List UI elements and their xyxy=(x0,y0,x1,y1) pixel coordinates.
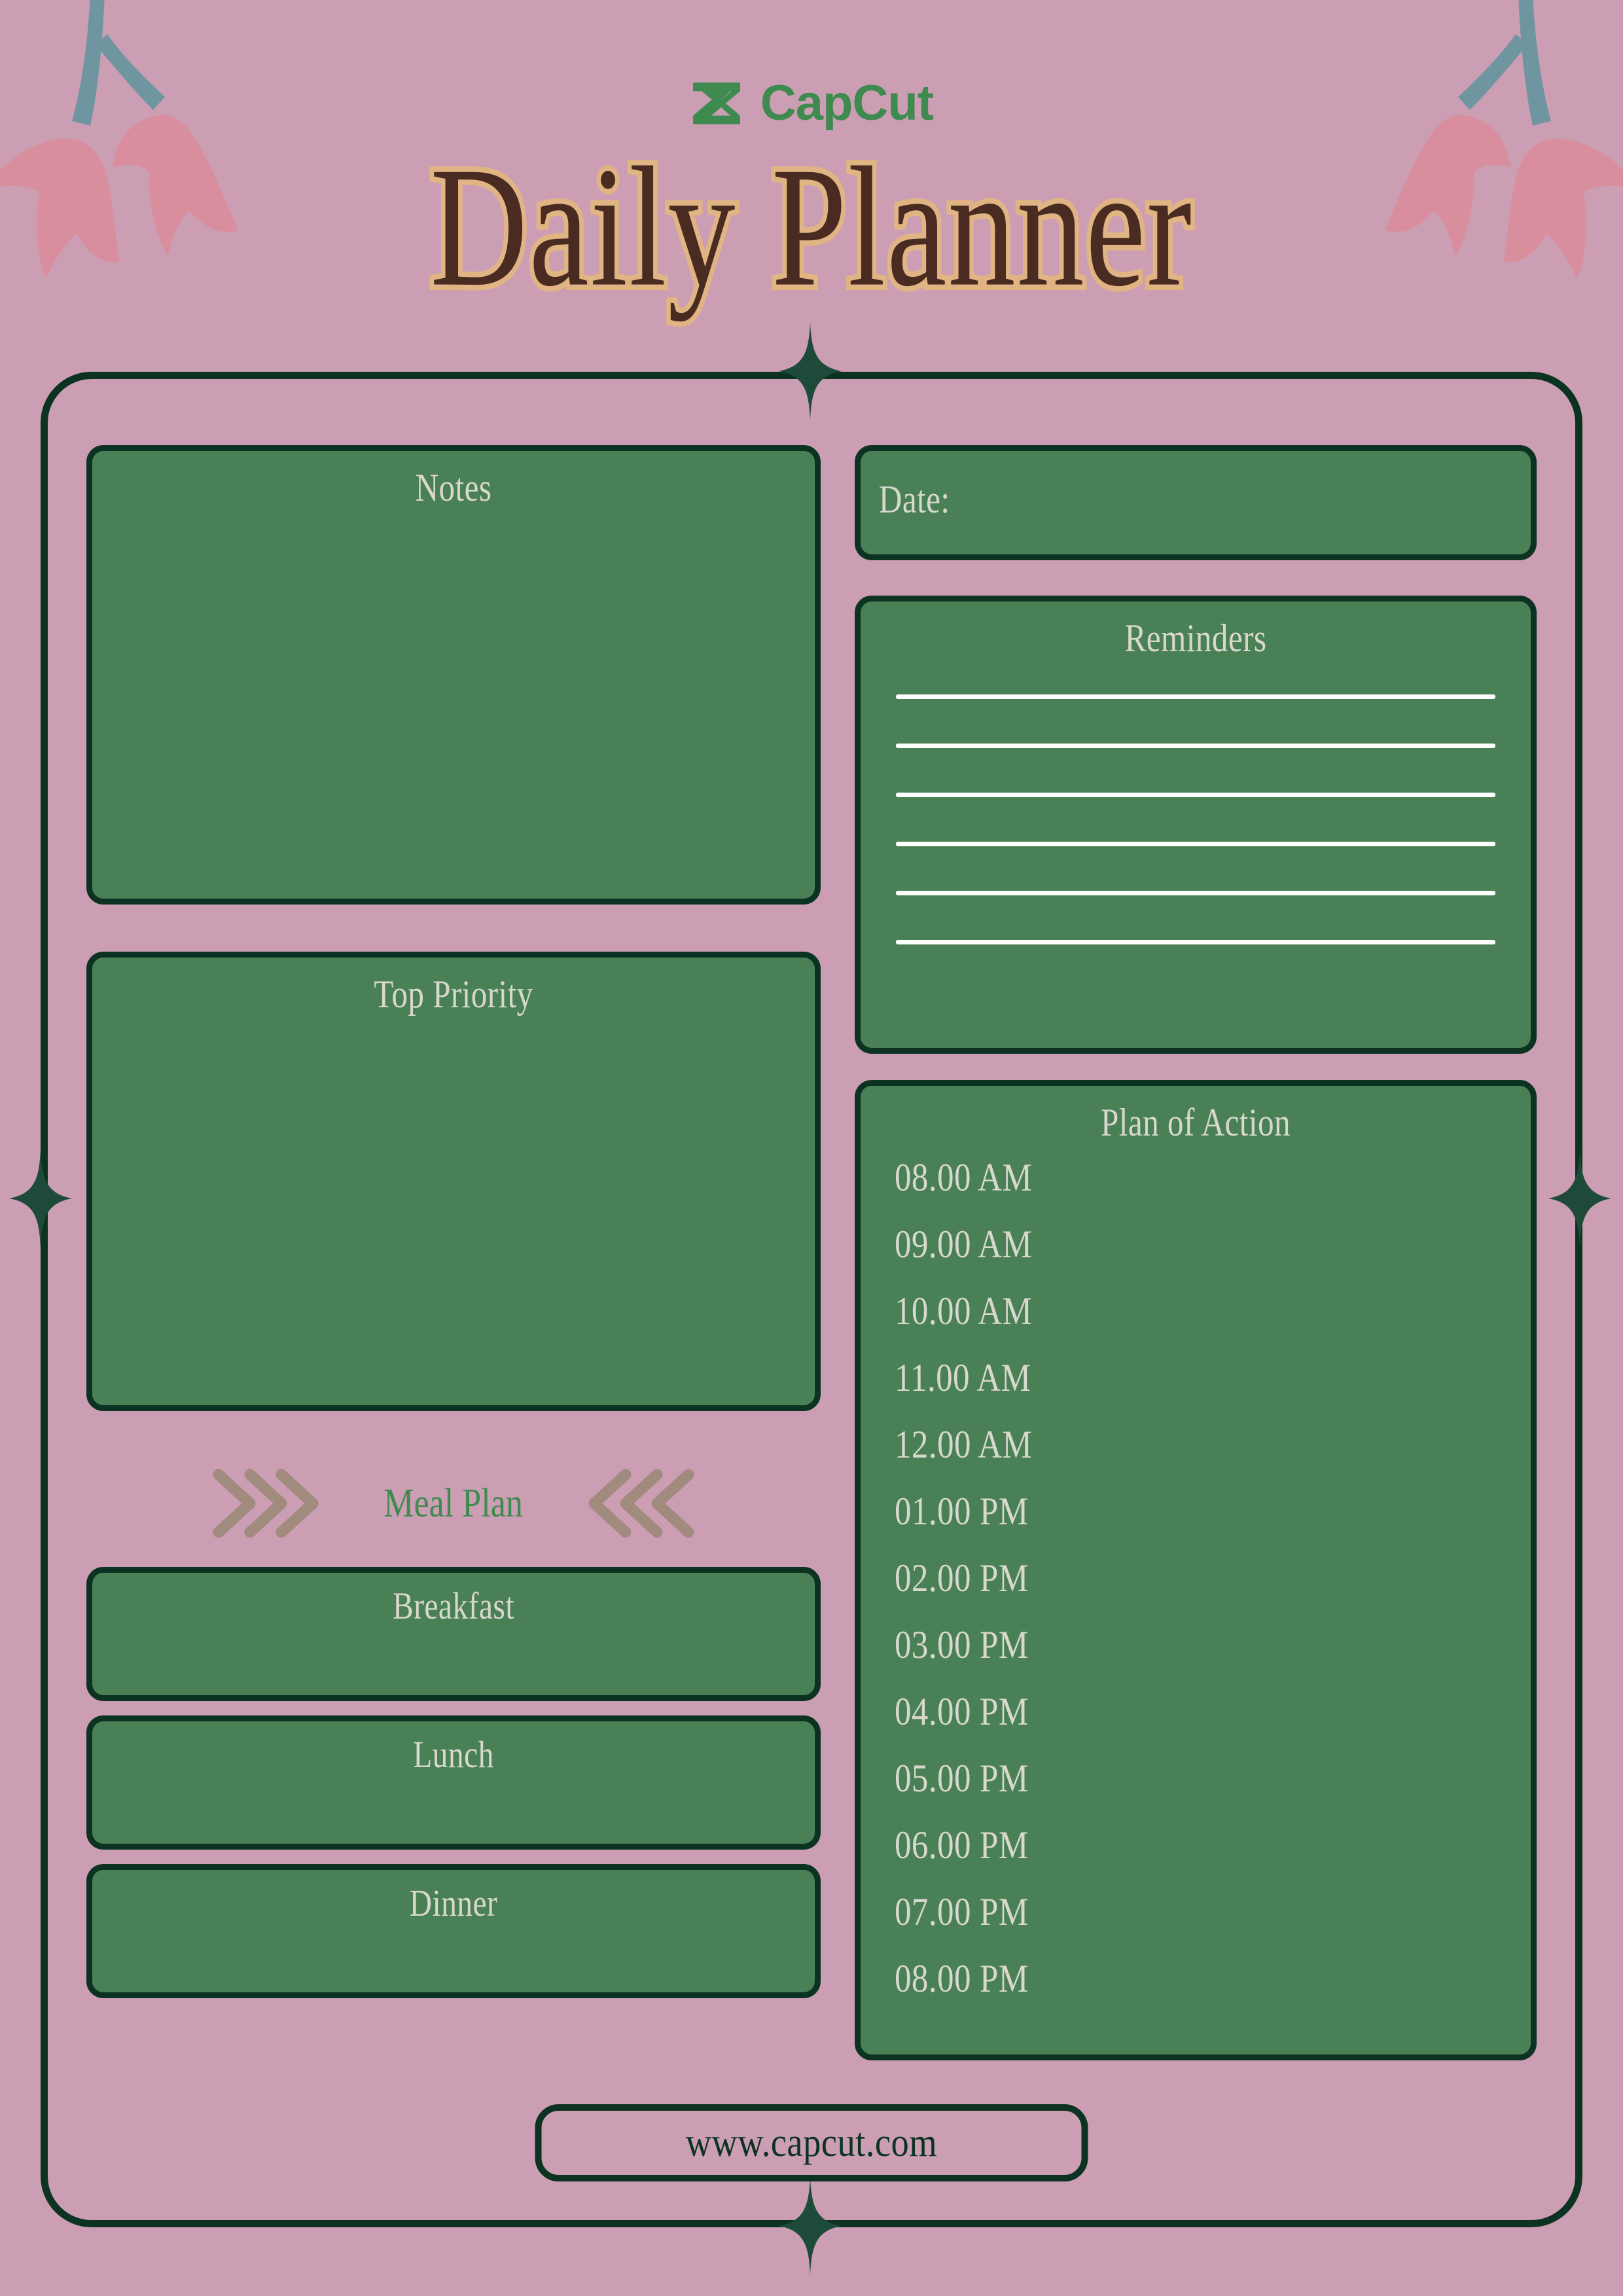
website-url-text: www.capcut.com xyxy=(685,2121,938,2165)
meal-plan-label: Meal Plan xyxy=(383,1481,524,1526)
plan-time-slot[interactable]: 02.00 PM xyxy=(895,1556,1029,1600)
plan-of-action-label: Plan of Action xyxy=(1101,1101,1291,1144)
plan-time-slot[interactable]: 03.00 PM xyxy=(895,1623,1029,1666)
capcut-hourglass-logo-icon xyxy=(693,82,740,124)
lunch-label: Lunch xyxy=(413,1733,494,1776)
reminders-lines xyxy=(896,694,1495,944)
meal-plan-heading: Meal Plan xyxy=(86,1454,821,1552)
reminder-write-line[interactable] xyxy=(896,940,1495,944)
plan-time-slot[interactable]: 11.00 AM xyxy=(895,1356,1031,1399)
breakfast-card[interactable]: Breakfast xyxy=(86,1567,821,1701)
dinner-label: Dinner xyxy=(409,1882,498,1924)
plan-of-action-list: 08.00 AM 09.00 AM 10.00 AM 11.00 AM 12.0… xyxy=(861,1158,1531,1998)
reminders-card[interactable]: Reminders xyxy=(855,596,1537,1054)
plan-time-slot[interactable]: 12.00 AM xyxy=(895,1423,1033,1466)
plan-time-slot[interactable]: 01.00 PM xyxy=(895,1490,1029,1533)
plan-of-action-card[interactable]: Plan of Action 08.00 AM 09.00 AM 10.00 A… xyxy=(855,1080,1537,2060)
dinner-card[interactable]: Dinner xyxy=(86,1864,821,1998)
plan-time-slot[interactable]: 08.00 AM xyxy=(895,1156,1033,1199)
reminder-write-line[interactable] xyxy=(896,744,1495,748)
plan-time-slot[interactable]: 05.00 PM xyxy=(895,1757,1029,1800)
page-title: Daily Planner xyxy=(0,135,1623,317)
page-title-text: Daily Planner xyxy=(425,131,1196,322)
notes-card[interactable]: Notes xyxy=(86,445,821,905)
right-column: Date: Reminders Plan of Action 08.00 AM … xyxy=(855,445,1537,2060)
breakfast-label: Breakfast xyxy=(393,1585,514,1627)
date-card[interactable]: Date: xyxy=(855,445,1537,560)
capcut-brand: CapCut xyxy=(0,79,1623,128)
website-url-pill[interactable]: www.capcut.com xyxy=(535,2104,1088,2181)
left-column: Notes Top Priority Meal Plan xyxy=(86,445,821,2060)
reminder-write-line[interactable] xyxy=(896,694,1495,699)
top-priority-card[interactable]: Top Priority xyxy=(86,952,821,1411)
plan-time-slot[interactable]: 04.00 PM xyxy=(895,1690,1029,1733)
chevrons-left-icon xyxy=(588,1469,694,1538)
reminder-write-line[interactable] xyxy=(896,793,1495,797)
brand-name: CapCut xyxy=(760,75,934,131)
plan-time-slot[interactable]: 09.00 AM xyxy=(895,1223,1033,1266)
reminder-write-line[interactable] xyxy=(896,891,1495,895)
lunch-card[interactable]: Lunch xyxy=(86,1715,821,1850)
plan-time-slot[interactable]: 06.00 PM xyxy=(895,1823,1029,1867)
top-priority-label: Top Priority xyxy=(374,973,533,1016)
chevrons-right-icon xyxy=(213,1469,319,1538)
reminders-label: Reminders xyxy=(1124,617,1267,660)
reminder-write-line[interactable] xyxy=(896,842,1495,846)
plan-time-slot[interactable]: 08.00 PM xyxy=(895,1957,1029,2000)
plan-time-slot[interactable]: 07.00 PM xyxy=(895,1890,1029,1933)
notes-label: Notes xyxy=(415,466,492,509)
date-label: Date: xyxy=(878,478,950,521)
plan-time-slot[interactable]: 10.00 AM xyxy=(895,1289,1033,1333)
planner-content: Notes Top Priority Meal Plan xyxy=(86,445,1537,2060)
